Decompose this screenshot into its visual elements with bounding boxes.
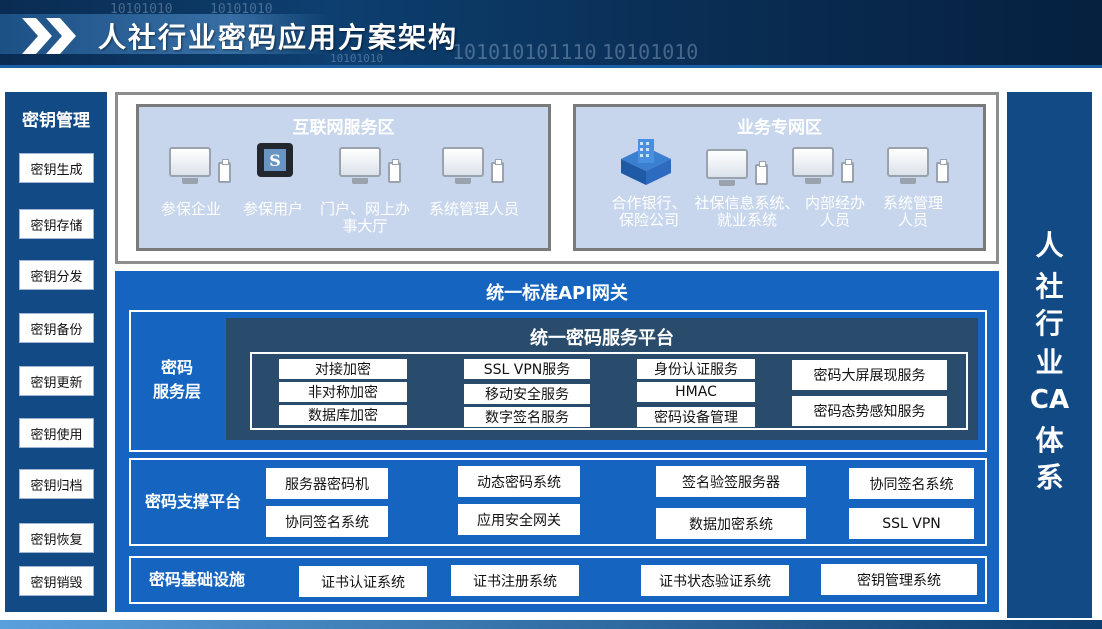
ca-system-char: 社: [1035, 270, 1064, 303]
zone-label: 参保用户: [242, 200, 303, 218]
support-box: 动态密码系统: [458, 466, 580, 497]
binary-decoration: 10101010: [330, 52, 383, 65]
support-box: 协同签名系统: [849, 468, 974, 499]
zone-label: 参保企业: [160, 200, 221, 218]
service-box: SSL VPN服务: [464, 359, 590, 379]
footer-stripe: [0, 620, 1102, 629]
key-item: 密钥销毁: [19, 566, 94, 596]
infrastructure-box: 密钥管理系统: [821, 564, 977, 595]
binary-decoration: 10101010: [110, 2, 173, 17]
platform-services: 对接加密 非对称加密 数据库加密 SSL VPN服务 移动安全服务 数字签名服务…: [250, 352, 968, 430]
social-security-device: [706, 149, 768, 186]
key-item: 密钥分发: [19, 260, 94, 290]
service-box: 身份认证服务: [637, 359, 755, 379]
zone-label: 合作银行、 保险公司: [611, 194, 687, 229]
user-device: S: [257, 143, 293, 177]
admin-device: [442, 147, 504, 184]
key-item: 密钥生成: [19, 153, 94, 183]
service-box: 非对称加密: [279, 382, 407, 402]
portal-device: [339, 147, 401, 184]
ca-system-char: 人: [1035, 229, 1064, 262]
usb-key-icon: [841, 159, 854, 183]
infrastructure-box: 证书注册系统: [451, 565, 579, 596]
zone-label: 系统管理人员: [428, 200, 519, 218]
admin-device: [887, 147, 949, 184]
platform-title: 统一密码服务平台: [530, 328, 674, 349]
service-box: 对接加密: [279, 359, 407, 379]
binary-decoration: 10101010: [210, 2, 273, 17]
key-item: 密钥更新: [19, 366, 94, 396]
support-box: 签名验签服务器: [656, 466, 806, 497]
gateway-title: 统一标准API网关: [486, 283, 628, 304]
key-management-panel: 密钥管理 密钥生成 密钥存储 密钥分发 密钥备份 密钥更新 密钥使用 密钥归档 …: [5, 92, 107, 612]
key-item: 密钥备份: [19, 313, 94, 343]
ca-system-char: 业: [1035, 346, 1064, 379]
bank-building-icon: [621, 139, 671, 185]
binary-decoration: 10101010: [602, 40, 699, 64]
monitor-icon: [339, 147, 381, 184]
usb-key-icon: [491, 159, 504, 183]
header-banner: 10101010 10101010 101010101110 10101010 …: [0, 0, 1102, 68]
zone-label: 社保信息系统、 就业系统: [694, 194, 800, 229]
ca-system-char: 体: [1035, 424, 1064, 457]
service-box: 密码态势感知服务: [792, 396, 947, 426]
key-management-title: 密钥管理: [22, 111, 90, 131]
tablet-s-icon: S: [257, 143, 293, 177]
zone-label: 门户、网上办 事大厅: [319, 200, 410, 235]
usb-key-icon: [755, 161, 768, 185]
usb-key-icon: [936, 159, 949, 183]
key-item: 密钥恢复: [19, 523, 94, 553]
key-item: 密钥使用: [19, 418, 94, 448]
ca-system-char: 系: [1035, 461, 1064, 494]
service-box: 数字签名服务: [464, 407, 590, 427]
enterprise-device: [169, 147, 231, 184]
service-layer-title: 密码 服务层: [152, 358, 201, 401]
service-box: 密码设备管理: [637, 407, 755, 427]
internal-staff-device: [792, 147, 854, 184]
ca-system-panel: 人 社 行 业 CA 体 系: [1007, 92, 1092, 618]
usb-key-icon: [218, 159, 231, 183]
service-box: 数据库加密: [279, 405, 407, 425]
service-box: 移动安全服务: [464, 384, 590, 404]
internet-service-zone: 互联网服务区 S 参保企业 参保用户 门户、网上办 事大厅 系统管理人员: [136, 104, 551, 251]
binary-decoration: 101010101110: [452, 40, 597, 64]
monitor-icon: [792, 147, 834, 184]
infrastructure-box: 证书状态验证系统: [641, 565, 789, 596]
usb-key-icon: [388, 159, 401, 183]
support-box: 数据加密系统: [656, 508, 806, 539]
header-stripe: [0, 65, 1102, 68]
infrastructure-box: 证书认证系统: [299, 566, 427, 597]
zone-label: 系统管理 人员: [882, 194, 943, 229]
service-box: 密码大屏展现服务: [792, 360, 947, 390]
monitor-icon: [706, 149, 748, 186]
support-box: 应用安全网关: [458, 504, 580, 535]
support-box: 服务器密码机: [266, 468, 388, 499]
ca-system-char: 行: [1035, 307, 1064, 340]
double-chevron-icon: [22, 18, 76, 54]
business-zone-title: 业务专网区: [737, 118, 822, 138]
internet-zone-title: 互联网服务区: [292, 118, 395, 138]
crypto-service-layer: 密码 服务层 统一密码服务平台 对接加密 非对称加密 数据库加密 SSL VPN…: [129, 310, 987, 452]
ca-system-char: CA: [1029, 385, 1070, 415]
monitor-icon: [442, 147, 484, 184]
network-zones-frame: 互联网服务区 S 参保企业 参保用户 门户、网上办 事大厅 系统管理人员 业务专…: [115, 92, 999, 264]
page-title: 人社行业密码应用方案架构: [98, 21, 459, 54]
infrastructure-title: 密码基础设施: [148, 570, 245, 589]
service-box: HMAC: [637, 382, 755, 402]
support-box: SSL VPN: [849, 508, 974, 539]
business-network-zone: 业务专网区 合作银行、 保险公司 社保信息系统、 就业系统 内部经办 人员 系统…: [573, 104, 986, 251]
key-item: 密钥归档: [19, 469, 94, 499]
crypto-infrastructure: 密码基础设施 证书认证系统 证书注册系统 证书状态验证系统 密钥管理系统: [129, 556, 987, 604]
zone-label: 内部经办 人员: [804, 194, 865, 229]
support-platform-title: 密码支撑平台: [144, 492, 241, 511]
support-box: 协同签名系统: [266, 506, 388, 537]
key-item: 密钥存储: [19, 209, 94, 239]
crypto-support-platform: 密码支撑平台 服务器密码机 协同签名系统 动态密码系统 应用安全网关 签名验签服…: [129, 458, 987, 546]
unified-crypto-platform: 统一密码服务平台 对接加密 非对称加密 数据库加密 SSL VPN服务 移动安全…: [226, 318, 978, 440]
api-gateway-block: 统一标准API网关 密码 服务层 统一密码服务平台 对接加密 非对称加密 数据库…: [115, 271, 999, 612]
monitor-icon: [169, 147, 211, 184]
monitor-icon: [887, 147, 929, 184]
